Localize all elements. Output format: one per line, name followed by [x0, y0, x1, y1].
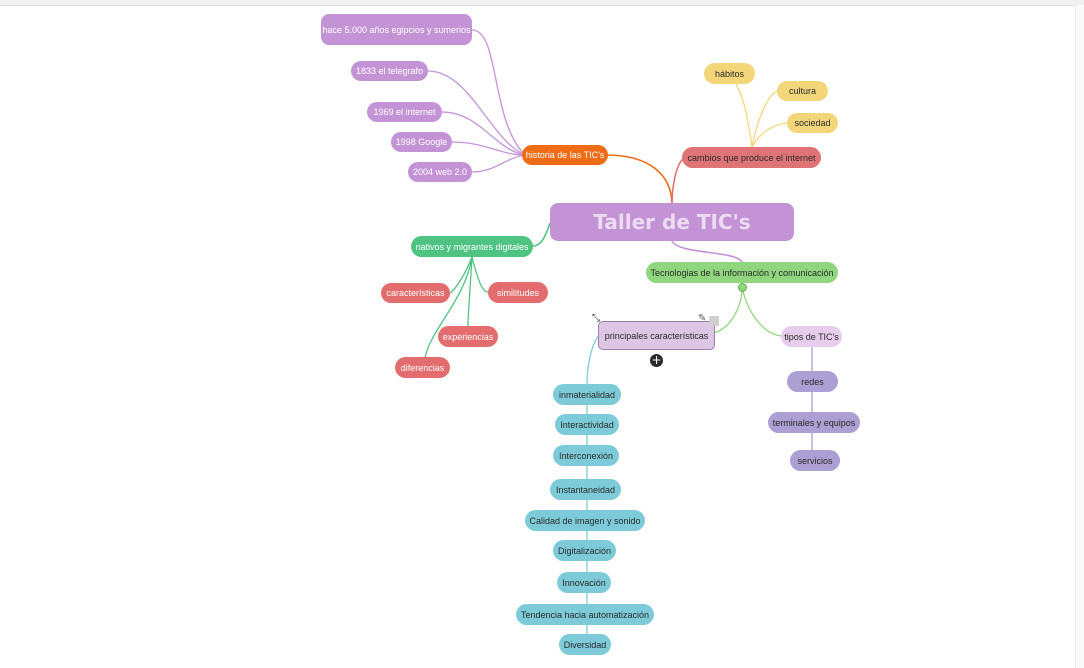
pencil-icon[interactable]: ✎ — [698, 313, 707, 324]
branch-historia[interactable]: historia de las TIC's — [522, 145, 608, 165]
leaf-principales-2[interactable]: Interactividad — [555, 414, 619, 435]
leaf-tipos-terminales[interactable]: terminales y equipos — [768, 412, 860, 433]
top-toolbar-strip — [0, 0, 1084, 6]
leaf-historia-3[interactable]: 1969 el internet — [367, 102, 442, 122]
leaf-principales-8[interactable]: Tendencia hacia automatización — [516, 604, 654, 625]
resize-arrow-icon[interactable]: ⤡ — [592, 313, 600, 324]
leaf-principales-3[interactable]: Interconexión — [553, 445, 619, 466]
leaf-principales-1[interactable]: inmaterialidad — [553, 384, 621, 405]
leaf-historia-5[interactable]: 2004 web 2.0 — [408, 162, 472, 182]
leaf-historia-1[interactable]: hace 5.000 años egipcios y sumerios — [321, 14, 472, 45]
branch-cambios[interactable]: cambios que produce el internet — [682, 147, 821, 168]
plus-circle-icon[interactable]: + — [650, 353, 663, 367]
leaf-principales-7[interactable]: Innovación — [557, 572, 611, 593]
leaf-historia-4[interactable]: 1998 Google — [391, 132, 452, 152]
collapse-handle[interactable] — [738, 283, 747, 292]
vertical-scrollbar[interactable] — [1075, 5, 1084, 668]
node-tipos-de-tics[interactable]: tipos de TIC's — [781, 326, 842, 347]
leaf-nativos-similitudes[interactable]: similitudes — [488, 282, 548, 303]
node-principales-caracteristicas[interactable]: principales características — [598, 321, 715, 350]
leaf-cambios-cultura[interactable]: cultura — [777, 81, 828, 101]
branch-tecnologias[interactable]: Tecnologias de la información y comunica… — [646, 262, 838, 283]
leaf-historia-2[interactable]: 1833 el telegrafo — [351, 61, 428, 81]
leaf-principales-4[interactable]: Instantaneidad — [550, 479, 621, 500]
leaf-nativos-diferencias[interactable]: diferencias — [395, 357, 450, 378]
leaf-principales-5[interactable]: Calidad de imagen y sonido — [525, 510, 645, 531]
note-icon[interactable] — [709, 316, 719, 326]
leaf-tipos-servicios[interactable]: servicios — [790, 450, 840, 471]
branch-nativos[interactable]: nativos y migrantes digitales — [411, 236, 533, 257]
leaf-cambios-sociedad[interactable]: sociedad — [787, 113, 838, 133]
leaf-principales-9[interactable]: Diversidad — [559, 634, 611, 655]
central-topic[interactable]: Taller de TIC's — [550, 203, 794, 241]
leaf-cambios-habitos[interactable]: hábitos — [704, 63, 755, 84]
leaf-nativos-experiencias[interactable]: experiencias — [438, 326, 498, 347]
leaf-nativos-caracteristicas[interactable]: características — [381, 283, 450, 303]
leaf-tipos-redes[interactable]: redes — [787, 371, 838, 392]
leaf-principales-6[interactable]: Digitalización — [553, 540, 616, 561]
